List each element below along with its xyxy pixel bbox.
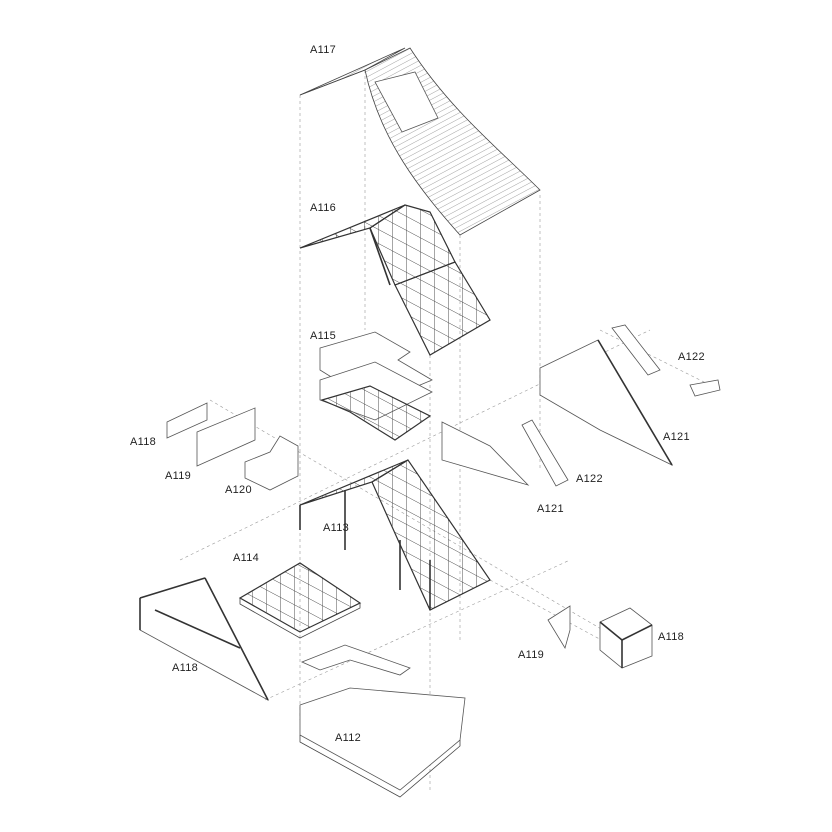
- label-a121-upper: A121: [663, 431, 690, 443]
- components-left: [166, 402, 299, 491]
- floor-plates-a115: [319, 331, 433, 441]
- label-a116: A116: [310, 202, 337, 214]
- label-a119-right: A119: [518, 649, 545, 661]
- facade-a118-left: [139, 577, 269, 701]
- label-a118-left-top: A118: [130, 436, 157, 448]
- label-a112: A112: [335, 732, 362, 744]
- roof-structure-a116: [299, 204, 491, 356]
- label-a122-upper: A122: [678, 351, 705, 363]
- roof-a117: [299, 47, 541, 236]
- label-a118-right: A118: [658, 631, 685, 643]
- label-a118-left-bottom: A118: [172, 662, 199, 674]
- label-a121-lower: A121: [537, 503, 564, 515]
- label-a117: A117: [310, 44, 337, 56]
- label-a119-left: A119: [165, 470, 192, 482]
- ground-slabs-a112: [299, 644, 466, 798]
- label-a122-lower: A122: [576, 473, 603, 485]
- label-a120: A120: [225, 484, 252, 496]
- label-a115: A115: [310, 330, 337, 342]
- floor-grid-a114: [238, 562, 362, 639]
- frame-a113: [299, 459, 491, 611]
- label-a113: A113: [323, 522, 350, 534]
- components-right: [441, 324, 721, 669]
- label-a114: A114: [233, 552, 260, 564]
